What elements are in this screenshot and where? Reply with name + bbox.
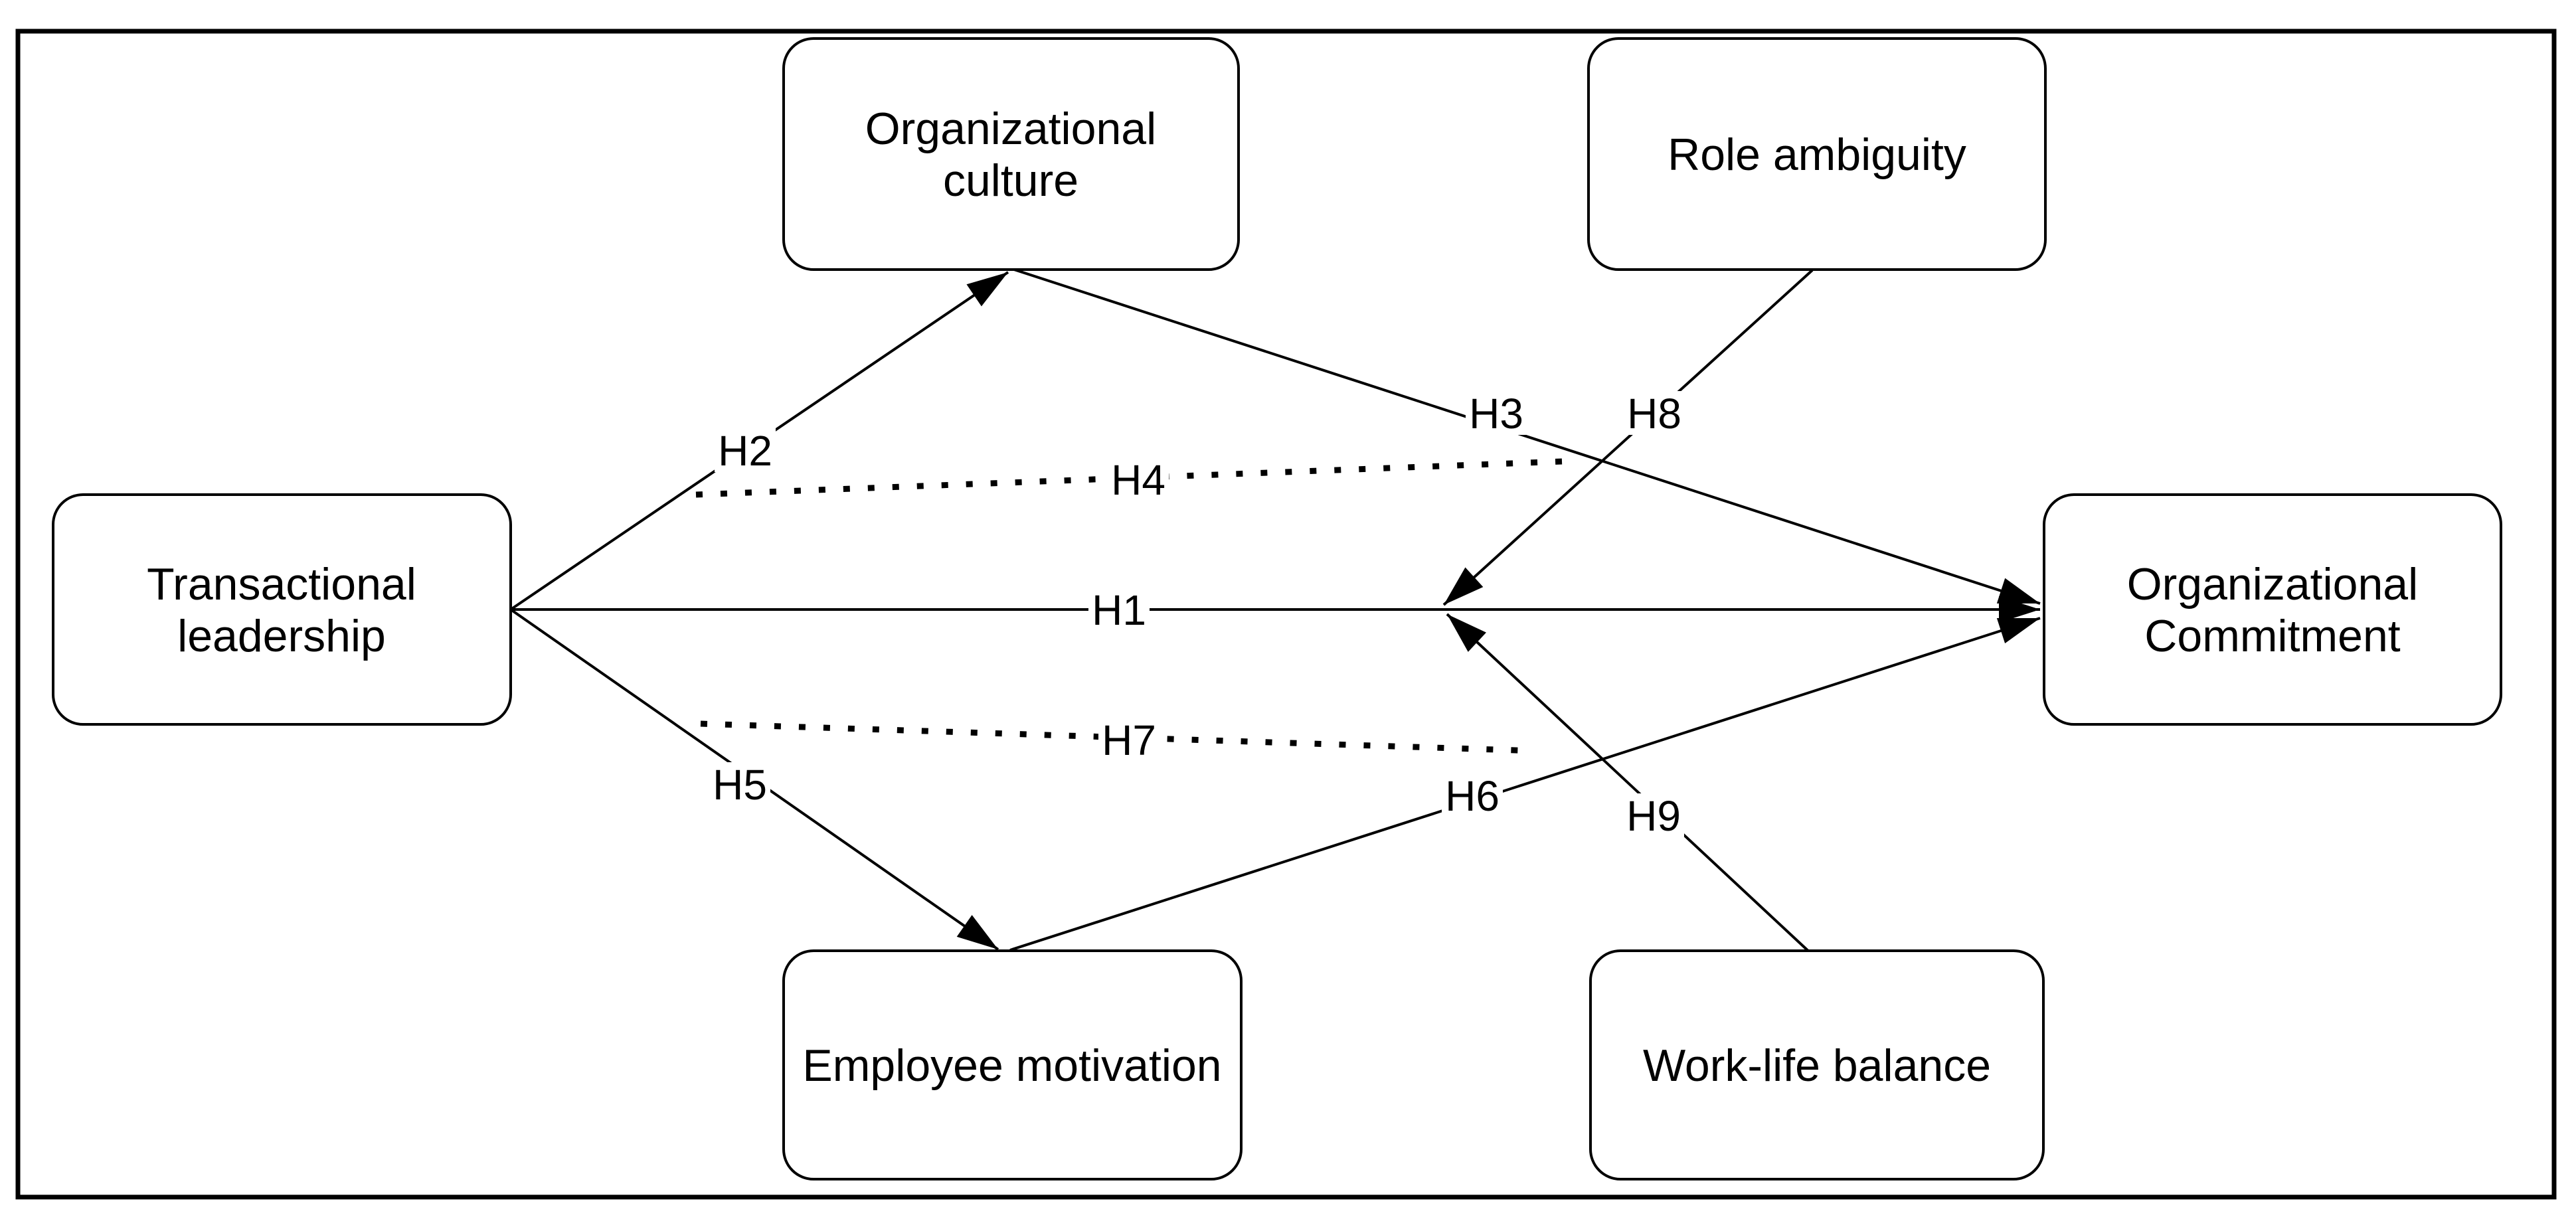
edge-label-h7-bg: [1098, 718, 1159, 762]
edge-label-h3: H3: [1466, 390, 1527, 438]
node-work-life-balance-line1: Work-life balance: [1643, 1040, 1991, 1091]
node-transactional-leadership-box: [52, 493, 512, 726]
edge-label-h7: H7: [1098, 716, 1159, 764]
edge-label-h4-bg: [1108, 457, 1169, 501]
node-organizational-culture-line2: culture: [943, 155, 1078, 206]
edge-label-h8-text: H8: [1627, 390, 1681, 438]
node-role-ambiguity-line1: Role ambiguity: [1668, 129, 1966, 180]
node-role-ambiguity-box: [1587, 37, 2047, 271]
node-transactional-leadership: Transactional leadership: [52, 493, 512, 726]
edge-label-h5: H5: [709, 761, 770, 809]
edge-label-h9-text: H9: [1626, 792, 1681, 840]
edge-label-h3-bg: [1466, 391, 1527, 435]
edge-h8-line: [1442, 269, 1814, 606]
node-role-ambiguity: Role ambiguity: [1587, 37, 2047, 271]
edge-label-h1-bg: [1088, 588, 1150, 631]
figure-border: [15, 29, 2557, 1200]
edge-label-h5-text: H5: [713, 761, 767, 809]
edge-label-h2-bg: [715, 428, 776, 472]
node-organizational-culture-line1: Organizational: [865, 104, 1156, 154]
edge-label-h4-text: H4: [1111, 456, 1165, 504]
node-organizational-culture: Organizational culture: [782, 37, 1240, 271]
node-organizational-commitment-line1: Organizational: [2127, 559, 2418, 609]
edge-label-h5-bg: [709, 762, 770, 806]
node-organizational-commitment-box: [2043, 493, 2502, 726]
node-organizational-commitment-line2: Commitment: [2144, 611, 2400, 661]
edge-label-h6-bg: [1442, 773, 1503, 817]
edge-label-h6-text: H6: [1445, 772, 1500, 820]
node-work-life-balance-box: [1589, 949, 2045, 1180]
node-transactional-leadership-line1: Transactional: [147, 559, 416, 609]
edge-label-h6: H6: [1442, 772, 1503, 820]
edge-label-h8: H8: [1624, 390, 1685, 438]
edge-label-h1-text: H1: [1092, 586, 1146, 634]
edge-label-h4: H4: [1108, 456, 1169, 504]
node-organizational-commitment: Organizational Commitment: [2043, 493, 2502, 726]
edge-h9-line: [1446, 613, 1812, 955]
edge-label-h7-text: H7: [1102, 716, 1156, 764]
edge-label-h9: H9: [1623, 792, 1684, 840]
node-employee-motivation-box: [782, 949, 1243, 1180]
edge-label-h9-bg: [1623, 793, 1684, 837]
edge-label-h1: H1: [1088, 586, 1150, 634]
edge-label-h2: H2: [715, 427, 776, 475]
node-employee-motivation: Employee motivation: [782, 949, 1243, 1180]
edge-label-h8-bg: [1624, 391, 1685, 435]
edge-h3-line: [1013, 268, 2041, 605]
edge-h6-line: [1009, 617, 2041, 951]
node-transactional-leadership-line2: leadership: [177, 611, 386, 661]
edge-label-h2-text: H2: [718, 427, 772, 475]
node-employee-motivation-line1: Employee motivation: [802, 1040, 1221, 1091]
node-organizational-culture-box: [782, 37, 1240, 271]
node-work-life-balance: Work-life balance: [1589, 949, 2045, 1180]
edge-label-h3-text: H3: [1469, 390, 1523, 438]
